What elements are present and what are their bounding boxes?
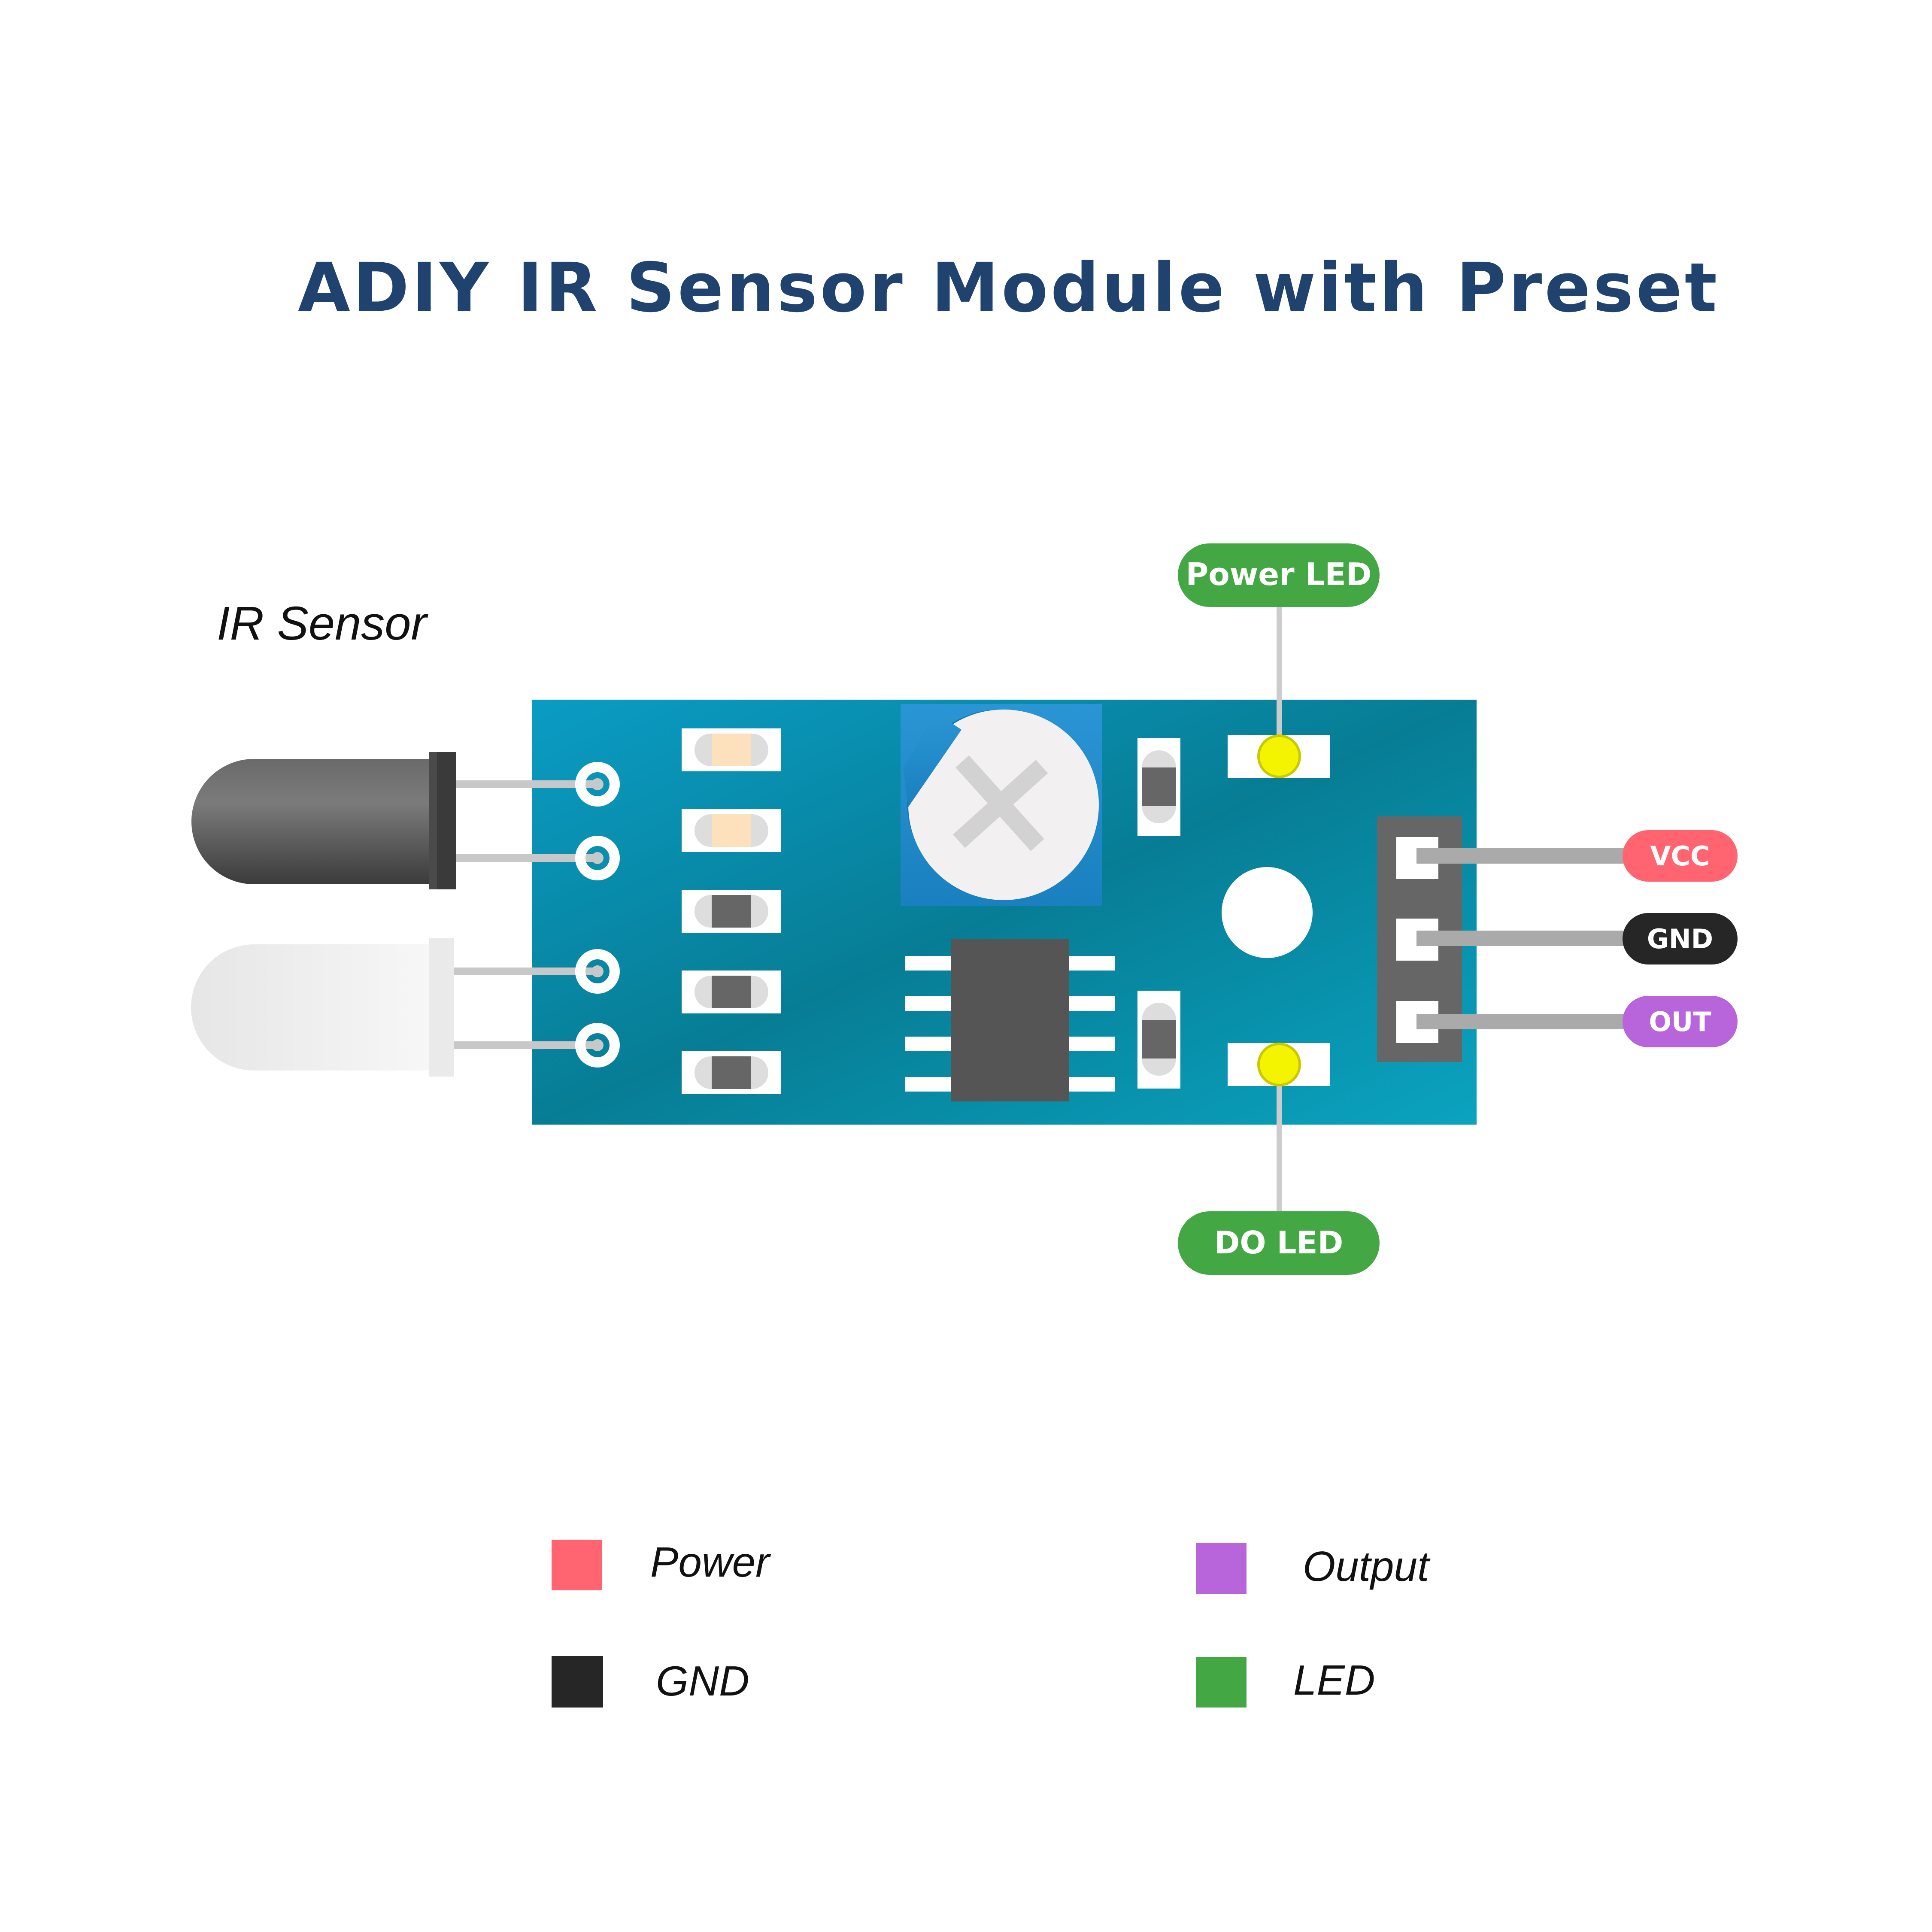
- ir-receiver-led: [191, 752, 456, 889]
- pin-vcc: VCC: [1623, 830, 1738, 882]
- smd-resistor-1: [682, 728, 781, 771]
- legend-label-gnd: GND: [656, 1657, 749, 1705]
- legend-item-output: Output: [1196, 1543, 1431, 1594]
- power-led-callout-label: Power LED: [1186, 556, 1372, 592]
- led-legs: [454, 780, 597, 1049]
- smd-resistor-2: [682, 809, 781, 852]
- legend: Power Output GND LED: [552, 1538, 1431, 1708]
- power-led-callout: Power LED: [1178, 543, 1380, 607]
- ir-sensor-label: IR Sensor: [217, 597, 428, 650]
- page-title: ADIY IR Sensor Module with Preset: [298, 249, 1720, 328]
- legend-label-power: Power: [650, 1538, 771, 1586]
- legend-item-led: LED: [1196, 1656, 1375, 1708]
- smd-resistor-vertical-1: [1137, 738, 1180, 836]
- ir-emitter-led: [191, 938, 454, 1077]
- do-led-indicator: [1257, 1043, 1301, 1086]
- legend-swatch-gnd: [552, 1656, 603, 1708]
- legend-swatch-led: [1196, 1657, 1247, 1708]
- smd-resistor-vertical-2: [1137, 991, 1180, 1089]
- legend-item-gnd: GND: [552, 1656, 749, 1708]
- legend-swatch-output: [1196, 1543, 1247, 1594]
- do-led-callout-line: [1277, 1065, 1282, 1212]
- pin-gnd-pill: [1623, 913, 1738, 964]
- pin-out-pill: [1623, 996, 1738, 1047]
- power-led-callout-line: [1277, 601, 1282, 756]
- pin-vcc-pill: [1623, 830, 1738, 882]
- comparator-ic: [905, 939, 1115, 1101]
- do-led-callout: DO LED: [1178, 1211, 1380, 1275]
- pin-out: OUT: [1623, 996, 1738, 1047]
- adjust-screw-cross: [953, 755, 1048, 851]
- pin-gnd-label: GND: [1647, 923, 1713, 955]
- smd-capacitor-3: [682, 1051, 781, 1094]
- legend-item-power: Power: [552, 1538, 771, 1590]
- do-led-callout-label: DO LED: [1214, 1225, 1344, 1261]
- smd-capacitor-2: [682, 971, 781, 1013]
- through-hole-pads: [575, 762, 620, 1068]
- smd-capacitor-1: [682, 890, 781, 933]
- power-led-indicator: [1257, 734, 1301, 778]
- legend-label-output: Output: [1303, 1543, 1431, 1590]
- legend-label-led: LED: [1293, 1656, 1375, 1704]
- mounting-hole: [1222, 867, 1313, 958]
- pin-out-label: OUT: [1649, 1006, 1711, 1037]
- pin-vcc-label: VCC: [1650, 840, 1710, 872]
- pin-wires: [1416, 848, 1631, 1029]
- pin-gnd: GND: [1623, 913, 1738, 964]
- legend-swatch-power: [552, 1540, 602, 1590]
- potentiometer-preset: [901, 704, 1102, 906]
